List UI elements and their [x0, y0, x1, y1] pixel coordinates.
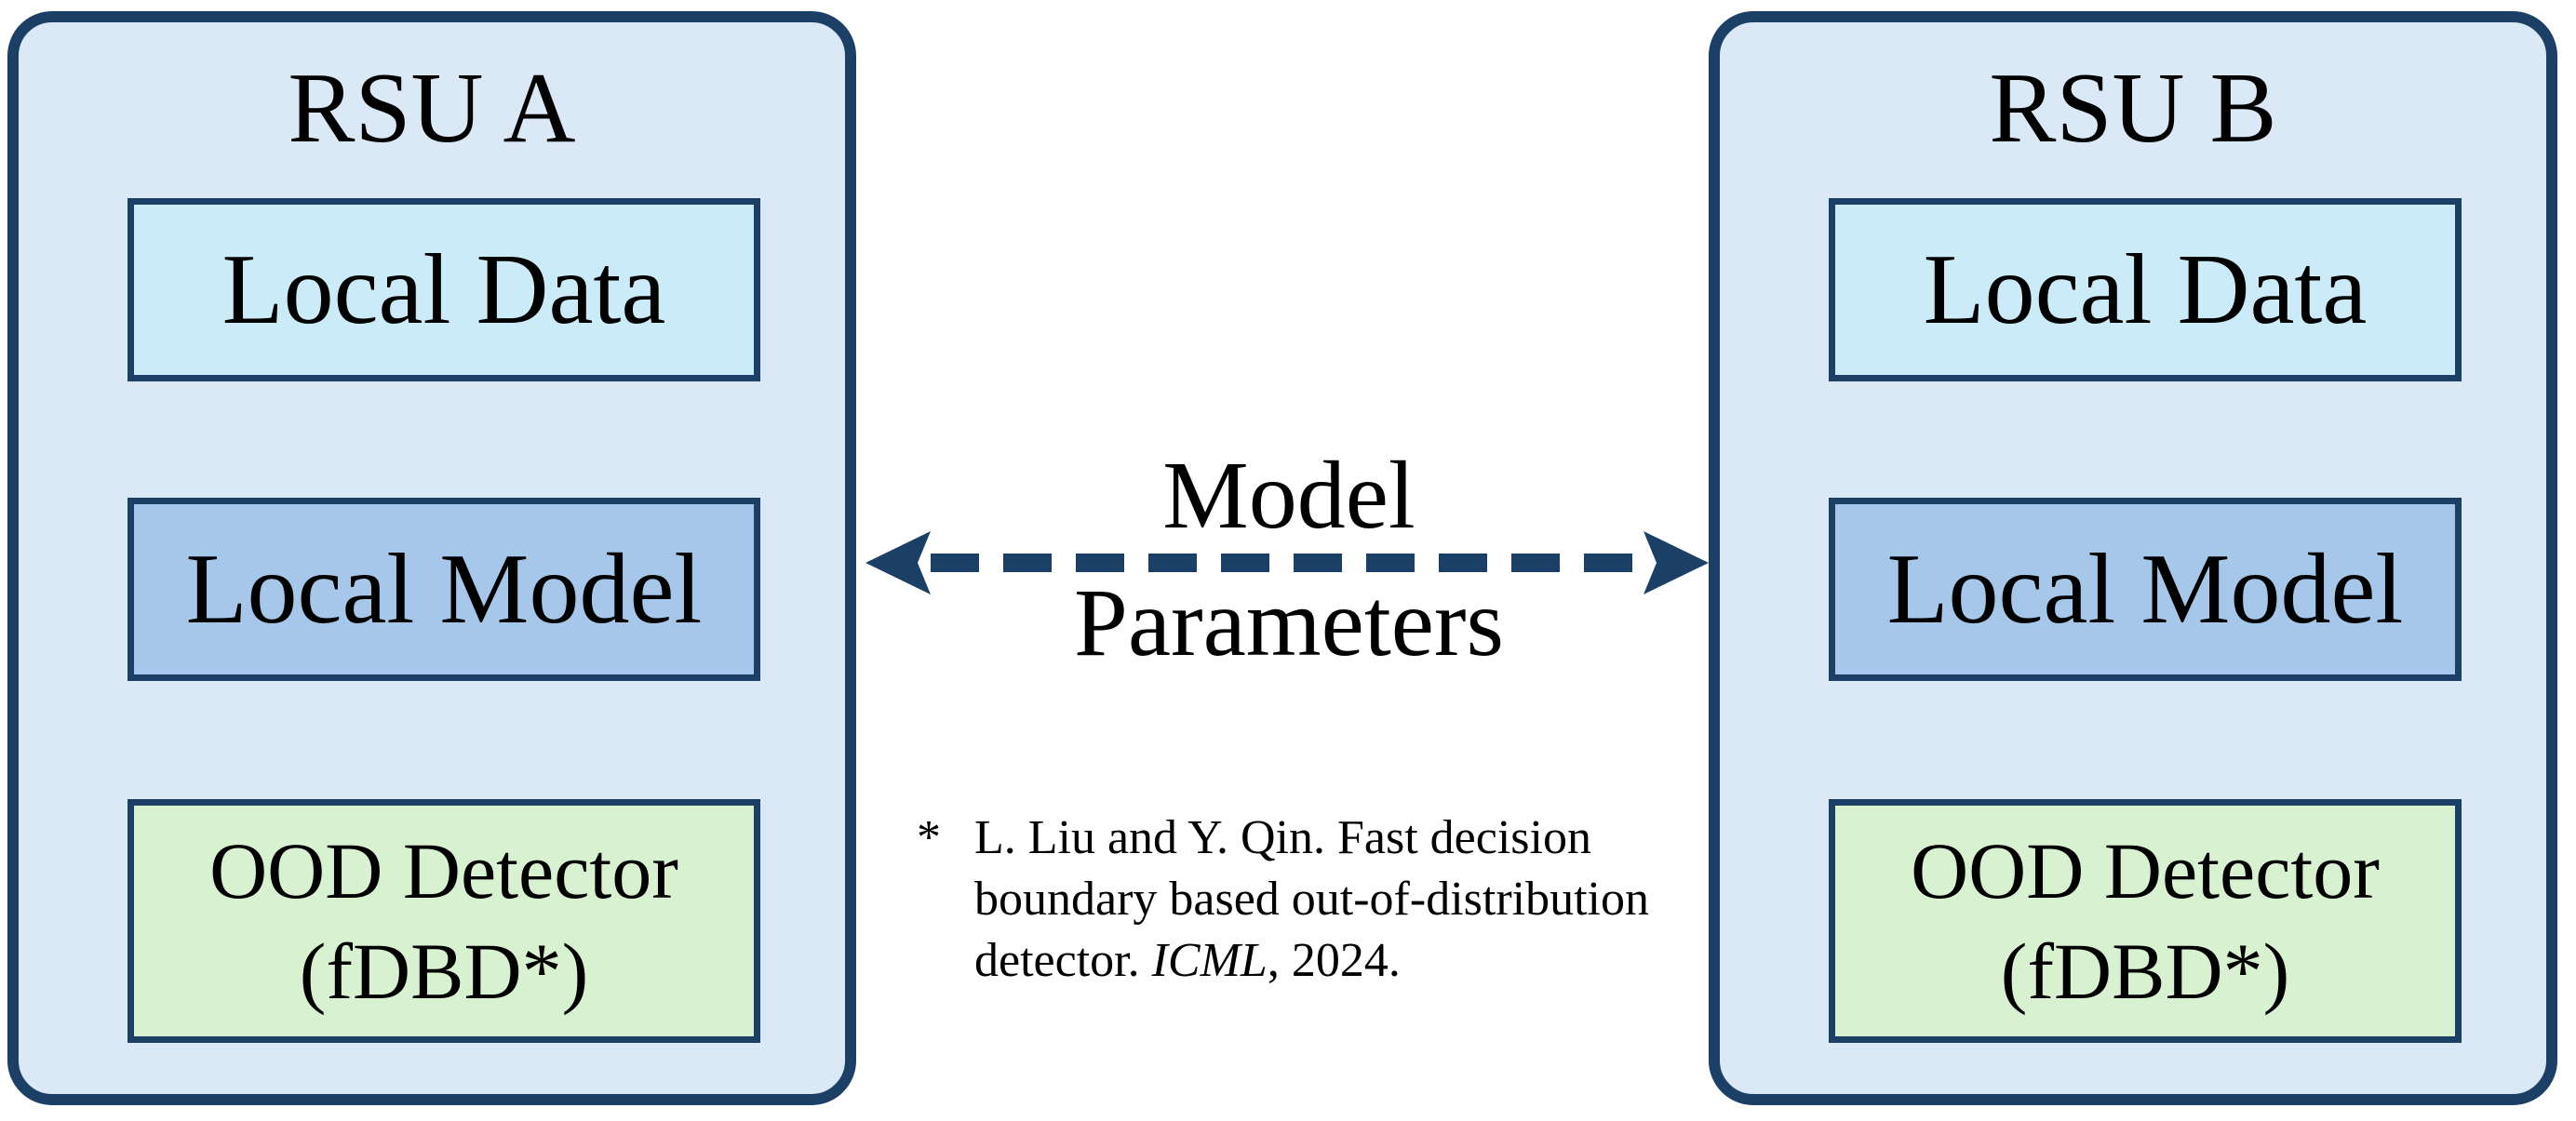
footnote-authors-title: L. Liu and Y. Qin. Fast decision boundar…	[974, 811, 1649, 987]
model-parameters-arrow	[865, 531, 1709, 594]
rsu-a-title: RSU A	[288, 53, 576, 164]
rsu-b-local-data-label: Local Data	[1923, 234, 2368, 345]
rsu-a-ood-label-line1: OOD Detector	[209, 826, 678, 915]
rsu-b-panel: RSU B Local Data Local Model OOD Detecto…	[1709, 11, 2557, 1105]
rsu-a-local-model-label: Local Model	[185, 533, 703, 645]
rsu-b-title: RSU B	[1989, 53, 2277, 164]
left-arrowhead-icon	[865, 531, 931, 594]
arrow-label-line1: Model	[1162, 442, 1415, 549]
rsu-a-local-model-box: Local Model	[127, 498, 760, 681]
footnote-marker: *	[917, 811, 941, 864]
rsu-b-ood-label-line2: (fDBD*)	[2000, 927, 2290, 1016]
rsu-a-local-data-box: Local Data	[127, 198, 760, 381]
footnote-text: L. Liu and Y. Qin. Fast decision boundar…	[974, 807, 1682, 992]
rsu-a-ood-label-line2: (fDBD*)	[299, 927, 589, 1016]
rsu-b-local-model-label: Local Model	[1886, 533, 2404, 645]
footnote-year: , 2024.	[1267, 934, 1401, 987]
rsu-a-local-data-label: Local Data	[221, 234, 666, 345]
rsu-b-local-data-box: Local Data	[1829, 198, 2462, 381]
rsu-b-ood-label-line1: OOD Detector	[1911, 826, 2380, 915]
right-arrowhead-icon	[1644, 531, 1709, 594]
rsu-b-local-model-box: Local Model	[1829, 498, 2462, 681]
rsu-a-panel: RSU A Local Data Local Model OOD Detecto…	[7, 11, 856, 1105]
rsu-b-ood-detector-box: OOD Detector (fDBD*)	[1829, 799, 2462, 1043]
footnote-venue: ICML	[1151, 934, 1268, 987]
rsu-a-ood-detector-box: OOD Detector (fDBD*)	[127, 799, 760, 1043]
arrow-label-line2: Parameters	[1073, 569, 1504, 676]
